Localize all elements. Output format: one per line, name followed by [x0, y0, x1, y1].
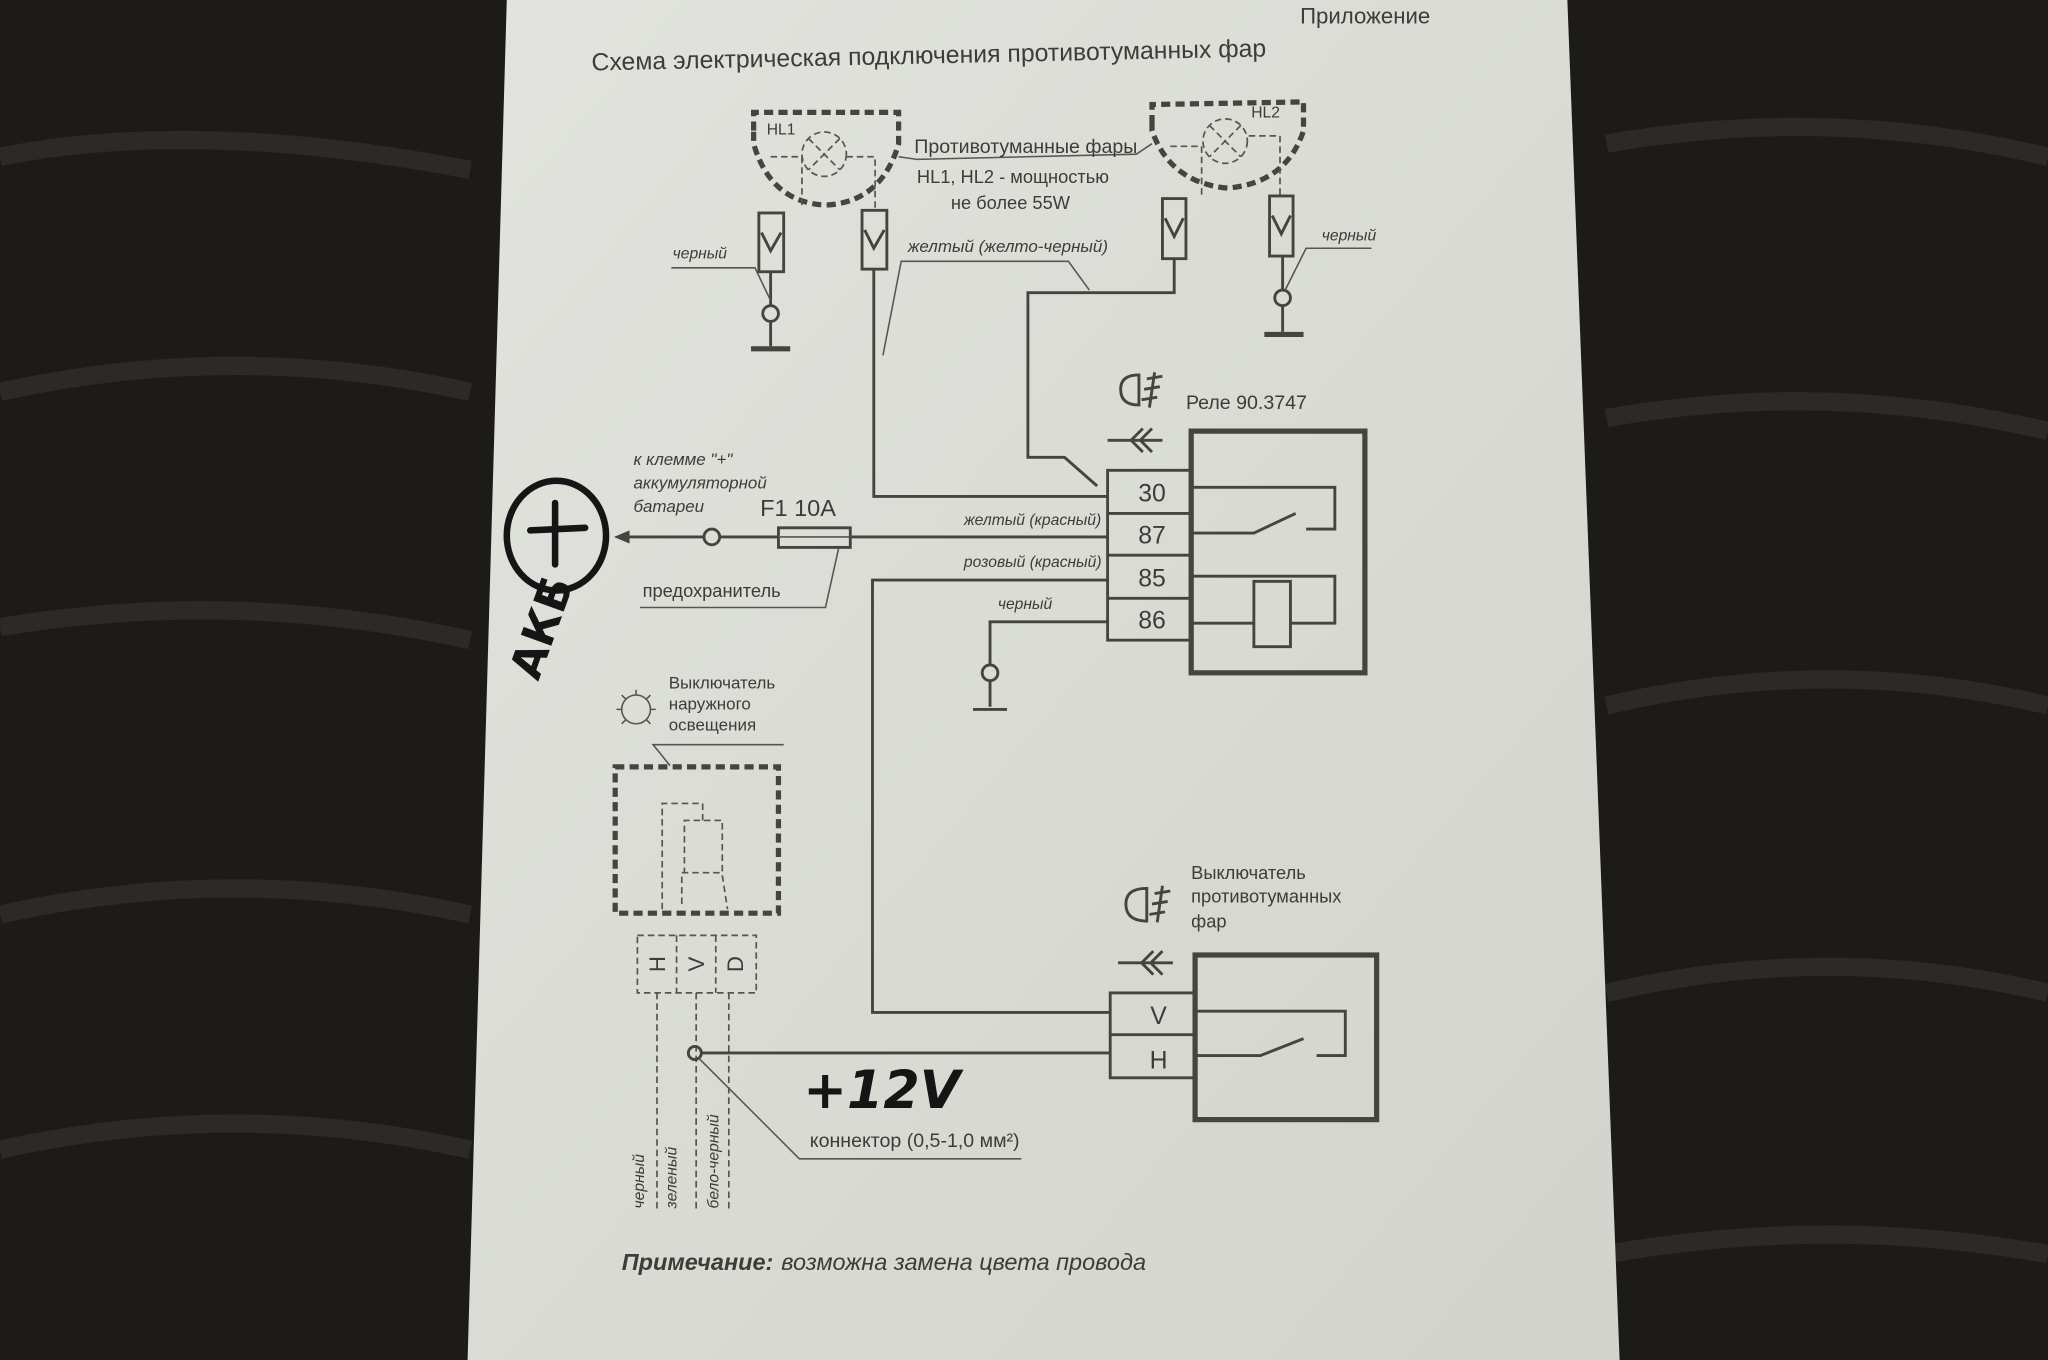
wire-30-hl2 — [1026, 258, 1176, 488]
wire-30-hl1 — [872, 269, 1108, 498]
note-text: возможна замена цвета провода — [781, 1249, 1146, 1275]
light-switch-label-2: наружного — [669, 694, 751, 713]
wire-label-black-right: черный — [1322, 227, 1377, 244]
hl1-label: HL1 — [767, 122, 796, 139]
relay-pin-30: 30 — [1138, 481, 1166, 508]
battery-label-2: аккумуляторной — [633, 474, 767, 493]
hl2-label: HL2 — [1251, 105, 1280, 122]
battery-label-3: батареи — [633, 497, 704, 516]
lamp-power-limit: не более 55W — [951, 192, 1071, 213]
wire-color-white-black: бело-черный — [705, 1114, 722, 1208]
note: Примечание: возможна замена цвета провода — [622, 1249, 1146, 1275]
wire-label-pink-red: розовый (красный) — [963, 554, 1102, 571]
wire-85 — [871, 578, 1111, 1014]
fog-lamp-hl1: HL1 — [751, 109, 902, 210]
fog-switch-contact — [1195, 1009, 1347, 1058]
relay-contact — [1191, 485, 1337, 535]
relay-pin-85: 85 — [1138, 566, 1166, 593]
wire-86 — [988, 620, 1108, 707]
arrow-to-battery-icon — [613, 530, 630, 544]
fog-switch-pin-v: V — [1150, 1003, 1167, 1030]
note-label: Примечание: — [622, 1249, 774, 1275]
battery-label-1: к клемме "+" — [633, 450, 733, 469]
wire-label-yellow-black: желтый (желто-черный) — [907, 237, 1108, 256]
relay-coil — [1252, 579, 1292, 649]
tire-tread — [0, 117, 2048, 1264]
wire-label-yellow-red: желтый (красный) — [963, 512, 1101, 529]
fog-light-icon — [1118, 885, 1173, 976]
fuse-caption: предохранитель — [643, 580, 781, 601]
relay: Реле 90.3747 30 87 85 86 — [1106, 372, 1368, 676]
exterior-light-switch: Выключатель наружного освещения H V D че… — [612, 673, 784, 1209]
lamp-grounds — [751, 256, 1304, 352]
handwritten-12v: +12V — [803, 1061, 963, 1121]
connector-label: коннектор (0,5-1,0 мм²) — [810, 1130, 1020, 1152]
wire-label-black-86: черный — [998, 596, 1053, 613]
fog-switch-label-3: фар — [1191, 911, 1226, 932]
fog-switch-label-1: Выключатель — [1191, 862, 1306, 883]
fog-light-switch: Выключатель противотуманных фар V H — [1108, 862, 1380, 1123]
light-switch-label-1: Выключатель — [669, 673, 776, 692]
relay-pin-86: 86 — [1138, 607, 1166, 634]
light-switch-pin-d: D — [723, 956, 748, 972]
light-switch-label-3: освещения — [669, 715, 756, 734]
paper-sheet — [467, 0, 1620, 1360]
fog-lamps-caption: Противотуманные фары — [914, 136, 1137, 158]
wire-color-black: черный — [631, 1154, 648, 1209]
fog-switch-pin-h: H — [1150, 1048, 1168, 1075]
battery-terminal — [702, 527, 722, 547]
relay-pin-87: 87 — [1138, 522, 1166, 549]
lamp-power-caption: HL1, HL2 - мощностью — [917, 166, 1109, 187]
fog-lamp-hl2: HL2 — [1149, 99, 1307, 196]
relay-label: Реле 90.3747 — [1186, 392, 1307, 414]
light-switch-pin-h: H — [645, 956, 670, 972]
appendix-label: Приложение — [1300, 4, 1430, 29]
wire-label-black-left: черный — [673, 246, 728, 263]
light-switch-pin-v: V — [684, 957, 709, 972]
relay-icon — [1107, 372, 1163, 454]
fog-switch-label-2: противотуманных — [1191, 886, 1341, 907]
fuse-label: F1 10A — [760, 495, 836, 521]
wire-color-green: зеленый — [664, 1146, 681, 1209]
